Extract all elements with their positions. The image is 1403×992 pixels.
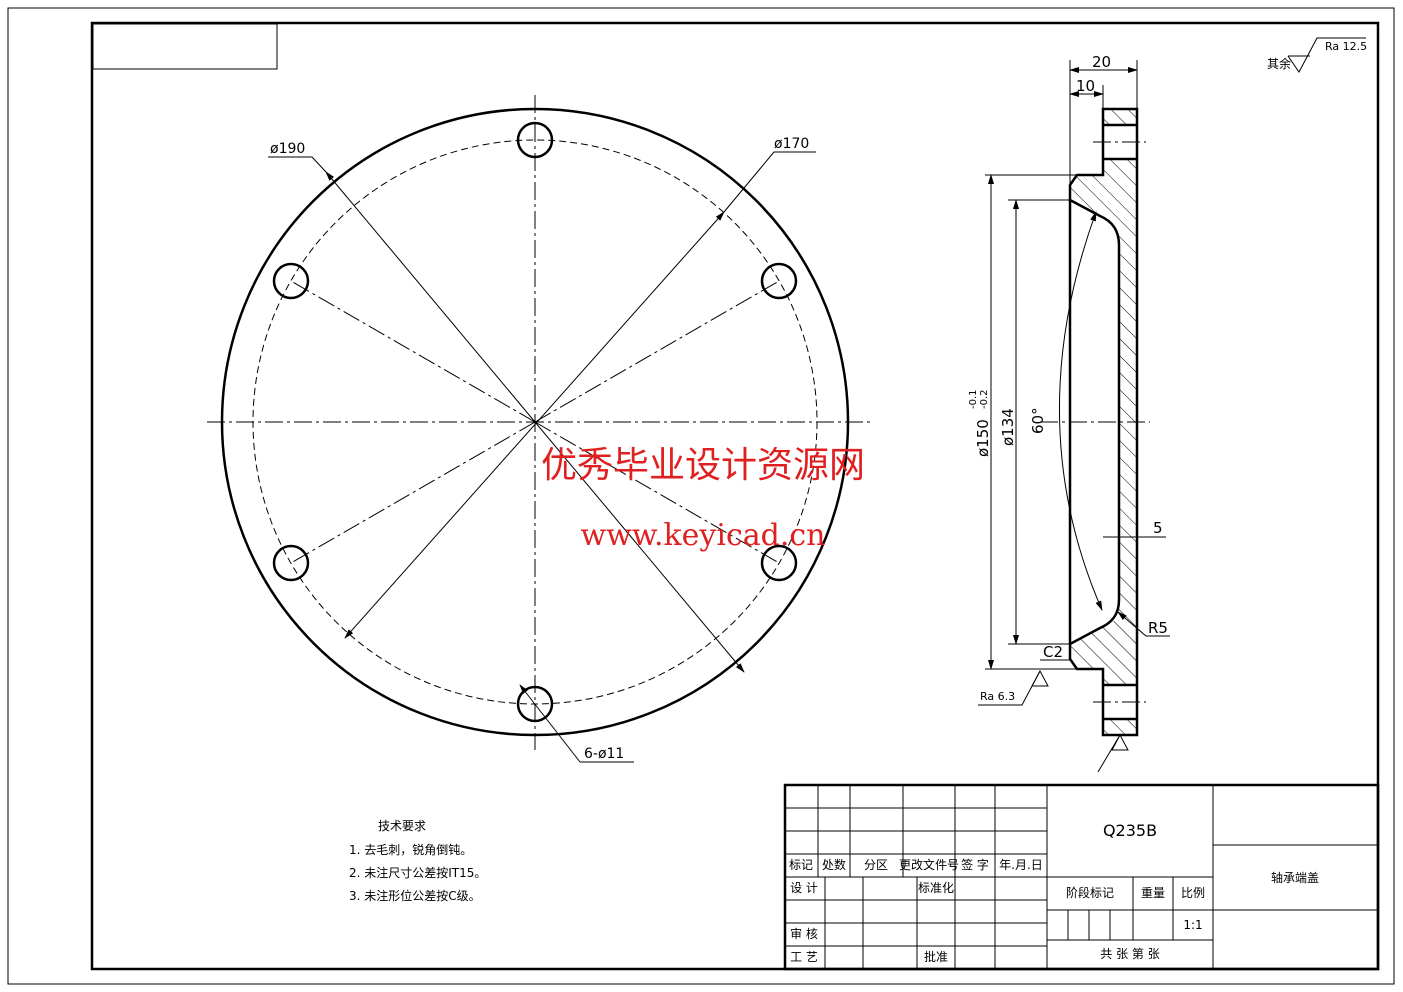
bolt-hole: [760, 262, 798, 300]
tech-item: 3. 未注形位公差按C级。: [349, 888, 481, 903]
inner-profile: [1069, 198, 1121, 646]
bolt-hole: [516, 121, 554, 159]
tol-lower: -0.2: [979, 389, 990, 409]
code-box: [92, 23, 278, 70]
dim-spigot-label: ø150: [974, 419, 992, 457]
header-date: 年.月.日: [999, 858, 1043, 872]
drawing-border: [90, 21, 1380, 971]
dim-wall-label: 5: [1153, 519, 1163, 537]
dim-chamfer-label: C2: [1043, 643, 1063, 661]
tech-item: 1. 去毛刺，锐角倒钝。: [349, 843, 472, 857]
material: Q235B: [1103, 821, 1157, 840]
watermark-title: 优秀毕业设计资源网: [541, 445, 865, 486]
design-label: 设 计: [790, 881, 818, 895]
dim-angle-label: 60°: [1029, 407, 1047, 434]
dim-outer-label: ø190: [270, 141, 305, 157]
process-label: 工 艺: [790, 950, 818, 964]
header-count: 处数: [822, 857, 846, 872]
tol-upper: -0.1: [968, 389, 979, 409]
weight-label: 重量: [1141, 886, 1165, 900]
roughness-prefix: 其余: [1267, 56, 1291, 71]
scale-value: 1:1: [1183, 918, 1202, 932]
sheet-count: 共 张 第 张: [1100, 947, 1159, 961]
review-label: 审 核: [790, 926, 818, 941]
outer-circle: [220, 107, 850, 737]
roughness-face-label: Ra 6.3: [980, 690, 1015, 703]
dim-step-label: 10: [1076, 77, 1095, 95]
bolt-hole: [272, 262, 310, 300]
dim-inner-label: ø134: [999, 408, 1017, 446]
part-name: 轴承端盖: [1271, 870, 1319, 885]
title-block: 标记 处数 分区 更改文件号 签 字 年.月.日 设 计 标准化 审 核 工 艺…: [783, 783, 1380, 971]
bolt-hole: [272, 544, 310, 582]
side-view: 20 10 ø150 -0.1 -0.2 ø134 60° 5 R5 C2 Ra…: [968, 53, 1170, 773]
dim-line-bolt-circle: [344, 211, 725, 639]
tech-title: 技术要求: [378, 819, 426, 833]
watermark-url: www.keyicad.cn: [580, 518, 825, 553]
bolt-hole: [516, 685, 554, 723]
scale-label: 比例: [1181, 886, 1205, 900]
dim-holes-label: 6-ø11: [584, 746, 624, 762]
header-change-doc: 更改文件号: [899, 857, 959, 872]
dim-width-label: 20: [1092, 53, 1111, 71]
bolt-hole: [760, 544, 798, 582]
bolt-holes: [272, 121, 798, 723]
approve-label: 批准: [924, 949, 948, 964]
standardize-label: 标准化: [918, 881, 954, 895]
header-zone: 分区: [864, 858, 888, 872]
header-mark: 标记: [789, 858, 813, 872]
dim-radius-label: R5: [1148, 619, 1168, 637]
dim-bolt-circle-label: ø170: [774, 136, 809, 152]
roughness-value: Ra 12.5: [1325, 40, 1367, 53]
general-roughness: 其余 Ra 12.5: [1267, 37, 1367, 73]
tech-requirements: 技术要求 1. 去毛刺，锐角倒钝。 2. 未注尺寸公差按IT15。 3. 未注形…: [349, 819, 486, 903]
header-signature: 签 字: [961, 857, 989, 872]
front-view: ø190 ø170 6-ø11: [207, 95, 870, 763]
stage-mark-label: 阶段标记: [1066, 885, 1114, 900]
outer-frame: [7, 7, 1395, 985]
tech-item: 2. 未注尺寸公差按IT15。: [349, 865, 486, 880]
